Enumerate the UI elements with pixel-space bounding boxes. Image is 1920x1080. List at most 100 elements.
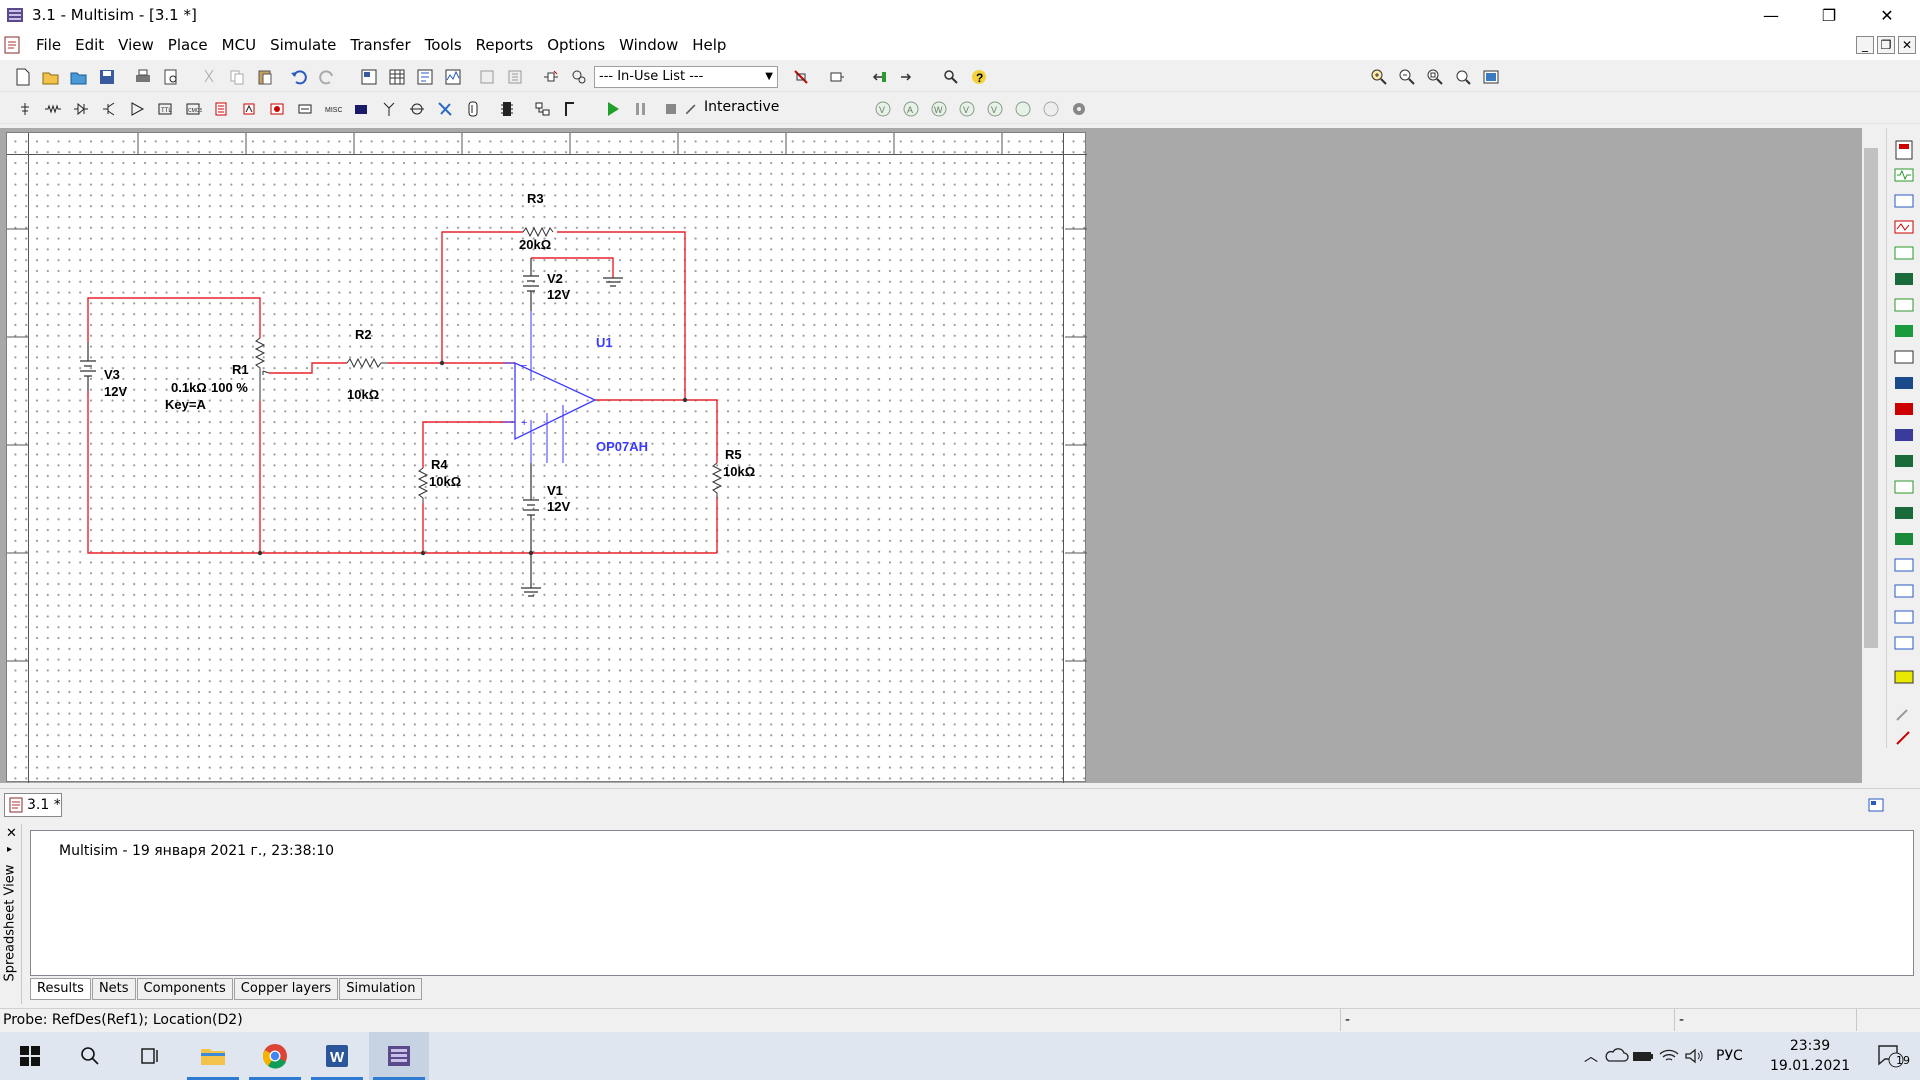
tile-windows-icon[interactable] xyxy=(1868,797,1884,813)
battery-v1[interactable]: V1 12V xyxy=(523,463,570,553)
find-examples-icon[interactable] xyxy=(940,66,962,88)
potentiometer-r1[interactable]: R1 0.1kΩ 100 % Key=A xyxy=(165,337,270,412)
wire-r3-left[interactable] xyxy=(441,231,523,363)
panel-pin-icon[interactable]: ▸ xyxy=(7,844,13,855)
transfer-to-ultiboard-icon[interactable] xyxy=(826,66,848,88)
menu-window[interactable]: Window xyxy=(619,36,679,54)
menu-simulate[interactable]: Simulate xyxy=(270,36,337,54)
tektronix-oscilloscope-icon[interactable] xyxy=(1893,582,1915,602)
menu-edit[interactable]: Edit xyxy=(75,36,105,54)
wire-v3-bottom[interactable] xyxy=(87,391,261,554)
design-toolbox-icon[interactable] xyxy=(414,66,436,88)
resistor-r4[interactable]: R4 10kΩ xyxy=(417,457,461,503)
search-button[interactable] xyxy=(60,1032,120,1080)
place-transistor-icon[interactable] xyxy=(98,98,120,120)
agilent-multimeter-icon[interactable] xyxy=(1893,530,1915,550)
wire-v2-ground[interactable] xyxy=(531,257,614,278)
open-icon[interactable] xyxy=(40,66,62,88)
schematic-sheet[interactable]: R3 20kΩ V2 12V − + U1 OP07AH xyxy=(6,132,1087,783)
place-mixed-icon[interactable] xyxy=(238,98,260,120)
probe-pen-icon[interactable] xyxy=(1893,728,1915,748)
maximize-button[interactable]: ❐ xyxy=(1821,5,1837,25)
logic-analyzer-icon[interactable] xyxy=(1893,374,1915,394)
wattmeter-icon[interactable] xyxy=(1893,192,1915,212)
wire-output[interactable] xyxy=(595,399,718,463)
taskbar-file-explorer[interactable] xyxy=(183,1032,243,1080)
zoom-fit-icon[interactable] xyxy=(1452,66,1474,88)
taskbar-word[interactable]: W xyxy=(307,1032,367,1080)
tab-results[interactable]: Results xyxy=(30,978,91,1000)
grapher-icon[interactable] xyxy=(442,66,464,88)
place-basic-icon[interactable] xyxy=(42,98,64,120)
tab-nets[interactable]: Nets xyxy=(91,978,136,1000)
place-indicator-icon[interactable] xyxy=(266,98,288,120)
tab-simulation[interactable]: Simulation xyxy=(339,978,423,1000)
bode-plotter-icon[interactable] xyxy=(1893,270,1915,290)
wires[interactable] xyxy=(87,231,718,554)
agilent-oscilloscope-icon[interactable] xyxy=(1893,556,1915,576)
spectrum-analyzer-icon[interactable] xyxy=(1893,452,1915,472)
ni-elvis-icon[interactable] xyxy=(1893,634,1915,654)
place-bus-icon[interactable] xyxy=(560,98,582,120)
onedrive-icon[interactable] xyxy=(1604,1046,1630,1066)
place-advanced-peripherals-icon[interactable] xyxy=(350,98,372,120)
print-preview-icon[interactable] xyxy=(160,66,182,88)
show-hidden-icons-chevron-icon[interactable]: ︿ xyxy=(1584,1049,1598,1065)
menu-view[interactable]: View xyxy=(118,36,154,54)
four-channel-oscilloscope-icon[interactable] xyxy=(1893,244,1915,264)
schematic-canvas[interactable]: R3 20kΩ V2 12V − + U1 OP07AH xyxy=(7,133,1087,783)
labview-instrument-icon[interactable] xyxy=(1893,608,1915,628)
network-analyzer-icon[interactable] xyxy=(1893,478,1915,498)
spreadsheet-view-icon[interactable] xyxy=(386,66,408,88)
place-electromechanical-icon[interactable] xyxy=(406,98,428,120)
probe-differential-voltage-icon[interactable]: V xyxy=(956,98,978,120)
menu-transfer[interactable]: Transfer xyxy=(350,36,411,54)
probe-settings-icon[interactable] xyxy=(1068,98,1090,120)
taskbar-multisim[interactable] xyxy=(369,1032,429,1080)
opamp-u1[interactable]: − + U1 OP07AH xyxy=(503,311,648,463)
close-panel-icon[interactable]: ✕ xyxy=(6,826,17,841)
place-ttl-icon[interactable]: TTL xyxy=(154,98,176,120)
tab-document-3-1[interactable]: 3.1 * xyxy=(4,793,62,817)
wire-r1-r2[interactable] xyxy=(269,362,347,374)
stop-simulation-icon[interactable] xyxy=(660,98,682,120)
in-use-list-select[interactable]: --- In-Use List ---▼ xyxy=(594,66,778,88)
place-misc-digital-icon[interactable] xyxy=(210,98,232,120)
zoom-full-icon[interactable] xyxy=(1480,66,1502,88)
wire-r3-right[interactable] xyxy=(557,231,686,400)
forward-annotate-icon[interactable] xyxy=(896,66,918,88)
place-cmos-icon[interactable]: CMOS xyxy=(182,98,204,120)
menu-reports[interactable]: Reports xyxy=(475,36,534,54)
clock[interactable]: 23:39 19.01.2021 xyxy=(1770,1036,1850,1076)
open-sample-icon[interactable] xyxy=(68,66,90,88)
tab-copper-layers[interactable]: Copper layers xyxy=(233,978,339,1000)
place-mcu-icon[interactable] xyxy=(496,98,518,120)
battery-icon[interactable] xyxy=(1630,1046,1656,1066)
distortion-analyzer-icon[interactable] xyxy=(1893,426,1915,446)
menu-file[interactable]: File xyxy=(36,36,62,54)
minimize-button[interactable]: — xyxy=(1763,5,1779,25)
iv-analyzer-icon[interactable] xyxy=(1893,400,1915,420)
frequency-counter-icon[interactable] xyxy=(1893,296,1915,316)
task-view-button[interactable] xyxy=(120,1032,180,1080)
postprocessor-icon[interactable] xyxy=(476,66,498,88)
place-power-icon[interactable] xyxy=(294,98,316,120)
pause-simulation-icon[interactable] xyxy=(630,98,652,120)
close-button[interactable]: ✕ xyxy=(1880,5,1894,25)
measurement-probe-icon[interactable] xyxy=(1893,704,1915,724)
print-icon[interactable] xyxy=(132,66,154,88)
wire-v3-top[interactable] xyxy=(87,297,261,342)
save-icon[interactable] xyxy=(96,66,118,88)
mdi-minimize-button[interactable]: _ xyxy=(1856,36,1874,54)
probe-voltage-icon[interactable]: V xyxy=(872,98,894,120)
probe-digital-icon[interactable] xyxy=(1012,98,1034,120)
probe-power-icon[interactable]: W xyxy=(928,98,950,120)
component-wizard-icon[interactable] xyxy=(540,66,562,88)
scrollbar-thumb[interactable] xyxy=(1864,148,1878,648)
place-hierarchical-block-icon[interactable] xyxy=(532,98,554,120)
menu-tools[interactable]: Tools xyxy=(424,36,462,54)
run-simulation-icon[interactable] xyxy=(602,98,624,120)
redo-icon[interactable] xyxy=(316,66,338,88)
multimeter-icon[interactable] xyxy=(1893,140,1915,160)
battery-v3[interactable]: V3 12V xyxy=(80,342,127,399)
